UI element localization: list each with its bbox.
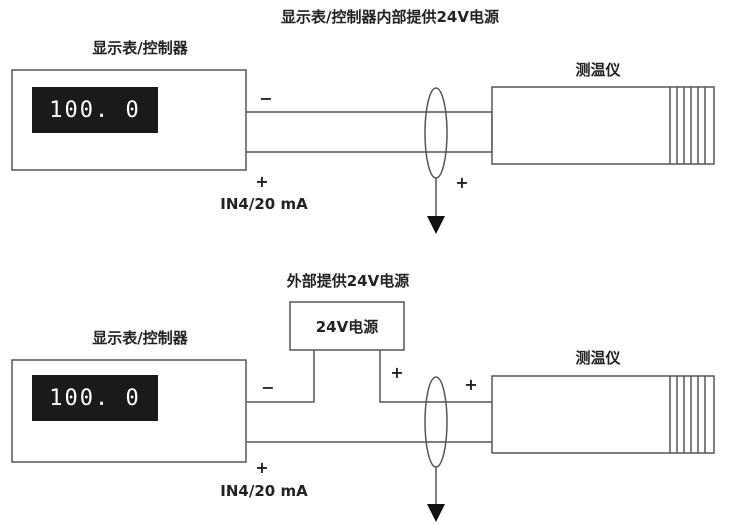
bottom-ground-arrow-icon	[427, 504, 445, 522]
bottom-sensor-body	[491, 375, 715, 454]
bottom-wire-power-plus	[379, 350, 492, 403]
top-minus-sign: −	[259, 89, 272, 108]
top-diagram: 显示表/控制器内部提供24V电源 显示表/控制器 100. 0 − + IN4/…	[11, 8, 715, 234]
bottom-shield-ellipse-icon	[424, 376, 448, 468]
bottom-plus-sign-power: +	[390, 363, 403, 382]
bottom-minus-sign: −	[261, 378, 274, 397]
top-plus-sign-sensor: +	[455, 173, 468, 192]
power-supply-label: 24V电源	[316, 318, 378, 336]
top-display-value: 100. 0	[49, 98, 140, 123]
bottom-plus-sign-sensor: +	[464, 375, 477, 394]
top-meter-label: 显示表/控制器	[92, 39, 188, 57]
top-plus-sign-meter: +	[255, 172, 268, 191]
top-meter-display	[32, 87, 158, 133]
top-sensor-body	[491, 86, 715, 165]
bottom-diagram: 外部提供24V电源 显示表/控制器 100. 0 24V电源 − + + + I…	[11, 272, 715, 522]
top-sensor-grille-icon	[669, 87, 706, 164]
bottom-display-value: 100. 0	[49, 386, 140, 411]
bottom-meter-label: 显示表/控制器	[92, 329, 188, 347]
bottom-plus-sign-meter: +	[255, 458, 268, 477]
bottom-title: 外部提供24V电源	[286, 272, 409, 290]
top-sensor-label: 测温仪	[575, 61, 621, 79]
power-supply-box	[289, 301, 405, 351]
bottom-sensor-label: 测温仪	[575, 349, 621, 367]
bottom-sensor-grille-icon	[669, 376, 706, 453]
top-ground-arrow-icon	[427, 216, 445, 234]
top-input-label: IN4/20 mA	[220, 195, 308, 213]
top-title: 显示表/控制器内部提供24V电源	[281, 8, 499, 26]
bottom-wire-meter-minus	[246, 350, 315, 403]
bottom-input-label: IN4/20 mA	[220, 482, 308, 500]
top-shield-ellipse-icon	[424, 87, 448, 179]
bottom-meter-display	[32, 375, 158, 421]
